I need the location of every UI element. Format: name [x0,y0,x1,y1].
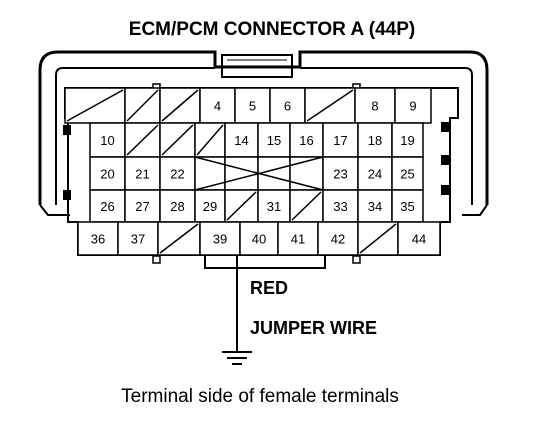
terminal-cell-empty [194,156,226,191]
terminal-cell-18 [357,122,393,158]
empty-cavity-mark [196,124,224,156]
terminal-number-27: 27 [135,199,149,214]
terminal-cell-35 [391,189,424,223]
terminal-number-9: 9 [409,99,416,114]
terminal-number-33: 33 [333,199,347,214]
terminal-cell-39 [199,221,241,256]
empty-cavity-mark [291,191,322,221]
terminal-number-35: 35 [400,199,414,214]
terminal-number-42: 42 [331,232,345,247]
terminal-number-24: 24 [368,167,382,182]
empty-cavity-mark [161,89,199,122]
jumper-wire [222,255,252,365]
terminal-number-21: 21 [135,167,149,182]
terminal-cell-25 [391,156,424,191]
terminal-number-44: 44 [412,232,426,247]
terminal-number-16: 16 [299,133,313,148]
empty-cavity-mark [306,89,354,122]
empty-cavity-mark [66,89,124,122]
terminal-cell-empty [224,156,259,191]
terminal-number-17: 17 [333,133,347,148]
terminal-number-39: 39 [213,232,227,247]
terminal-cell-4 [199,87,236,124]
diagram-caption: Terminal side of female terminals [121,386,399,407]
unused-block-cross [194,156,324,191]
terminal-number-22: 22 [170,167,184,182]
empty-cavity-mark [159,223,199,254]
terminal-number-19: 19 [400,133,414,148]
connector-housing [38,50,489,216]
terminal-cell-5 [234,87,271,124]
empty-cavity-mark [126,124,159,156]
terminal-cell-empty [257,156,291,191]
terminal-number-34: 34 [368,199,382,214]
terminal-number-6: 6 [284,99,291,114]
terminal-cell-44 [397,221,441,256]
empty-cavity-mark [359,223,397,254]
terminal-number-20: 20 [100,167,114,182]
terminal-cell-36 [77,221,119,256]
terminal-number-28: 28 [170,199,184,214]
key-notch [204,255,326,269]
terminal-cell-27 [124,189,161,223]
terminal-number-41: 41 [291,232,305,247]
terminal-cell-19 [391,122,424,158]
wire-color-label: RED [250,278,288,298]
diagram-title: ECM/PCM CONNECTOR A (44P) [129,19,415,40]
terminal-number-26: 26 [100,199,114,214]
terminal-number-23: 23 [333,167,347,182]
terminal-number-15: 15 [267,133,281,148]
terminal-cell-21 [124,156,161,191]
terminal-cell-37 [117,221,159,256]
terminal-number-36: 36 [91,232,105,247]
terminal-number-18: 18 [368,133,382,148]
terminal-cell-29 [194,189,226,223]
terminal-cell-24 [357,156,393,191]
terminal-cell-15 [257,122,291,158]
lock-tab [221,54,293,78]
terminal-number-4: 4 [214,99,221,114]
terminal-cell-41 [277,221,319,256]
terminal-cell-22 [159,156,196,191]
empty-cavity-mark [226,191,257,221]
terminal-number-5: 5 [249,99,256,114]
jumper-wire-label: JUMPER WIRE [250,318,377,338]
terminal-cell-8 [354,87,396,124]
terminal-number-29: 29 [203,199,217,214]
terminal-number-14: 14 [234,133,248,148]
terminal-number-40: 40 [252,232,266,247]
terminal-number-37: 37 [131,232,145,247]
terminal-grid: 4 5 6 8 9 10 14 15 16 17 18 19 20 21 22 23 24 25 26 27 28 29 3… [64,87,441,256]
terminal-number-10: 10 [100,133,114,148]
empty-cavity-mark [161,124,194,156]
empty-cavity-mark [126,89,159,122]
terminal-cell-17 [322,122,359,158]
terminal-number-25: 25 [400,167,414,182]
terminal-number-31: 31 [267,199,281,214]
side-locks [63,122,449,200]
terminal-number-8: 8 [371,99,378,114]
